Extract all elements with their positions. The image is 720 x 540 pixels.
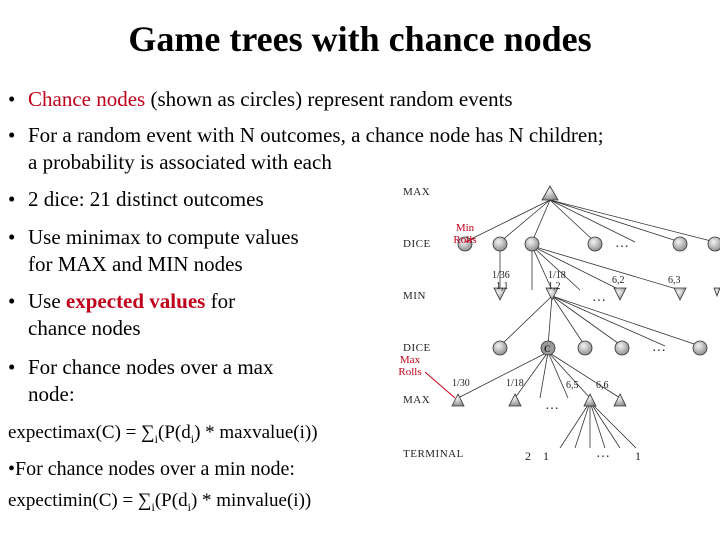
bullet-text-line1: Use minimax to compute values <box>28 225 299 249</box>
bullet-dot: • <box>8 123 16 147</box>
chance-node-c-label: C <box>544 344 551 354</box>
bullet-chance-nodes: • Chance nodes (shown as circles) repres… <box>8 86 708 114</box>
chance-node <box>587 236 603 252</box>
row-label-max-2: MAX <box>403 394 431 406</box>
expected-values-term: expected values <box>65 289 206 313</box>
bullet-dot: • <box>8 187 16 211</box>
prob-label: 1/36 <box>492 270 510 281</box>
bullet-text: for <box>205 289 236 313</box>
chance-node <box>614 340 630 356</box>
min-node <box>673 287 687 301</box>
row-label-dice: DICE <box>403 238 431 250</box>
expectimin-formula: expectimin(C) = ∑i(P(di) * minvalue(i)) <box>8 490 312 514</box>
bullet-text: Use <box>28 289 66 313</box>
outcome-label: 6,2 <box>612 275 625 286</box>
max-node <box>613 393 627 407</box>
ellipsis: … <box>596 446 610 461</box>
expectimax-formula: expectimax(C) = ∑i(P(di) * maxvalue(i)) <box>8 422 318 446</box>
ellipsis: … <box>592 290 606 305</box>
min-node <box>545 287 559 301</box>
chance-node <box>577 340 593 356</box>
bullet-min-node: •For chance nodes over a min node: <box>8 458 295 480</box>
max-node <box>508 393 522 407</box>
bullet-dot: • <box>8 289 16 313</box>
chance-node <box>692 340 708 356</box>
min-node <box>493 287 507 301</box>
outcome-label: 1,1 <box>496 281 509 292</box>
prob-label: 1/18 <box>506 378 524 389</box>
terminal-value: 1 <box>543 449 549 463</box>
bullet-text-line2: chance nodes <box>28 316 141 340</box>
max-node <box>541 185 559 201</box>
chance-node <box>492 236 508 252</box>
row-label-terminal: TERMINAL <box>403 448 464 460</box>
slide-title: Game trees with chance nodes <box>128 19 592 59</box>
bullet-dot: • <box>8 87 16 111</box>
row-label-min: MIN <box>403 290 426 302</box>
chance-node <box>707 236 720 252</box>
bullet-dot: • <box>8 355 16 379</box>
bullet-text-line2: for MAX and MIN nodes <box>28 252 243 276</box>
ellipsis: … <box>652 340 666 355</box>
ellipsis: … <box>545 398 559 413</box>
chance-node <box>492 340 508 356</box>
bullet-text-line2: a probability is associated with each <box>28 150 332 174</box>
min-node <box>713 287 720 298</box>
terminal-value: 1 <box>635 449 641 463</box>
row-label-dice-2: DICE <box>403 342 431 354</box>
bullet-text: (shown as circles) represent random even… <box>145 87 513 111</box>
outcome-label: 6,6 <box>596 380 609 391</box>
max-node <box>583 393 597 407</box>
max-node <box>451 393 465 407</box>
chance-node <box>524 236 540 252</box>
min-node <box>613 287 627 301</box>
bullet-two-dice: • 2 dice: 21 distinct outcomes <box>8 186 388 214</box>
bullet-text-line1: For chance nodes over a max <box>28 355 274 379</box>
bullet-text-line2: node: <box>28 382 75 406</box>
ellipsis: … <box>615 236 629 251</box>
prob-label: 1/18 <box>548 270 566 281</box>
outcome-label: 6,5 <box>566 380 579 391</box>
bullet-expected-values: • Use expected values for chance nodes <box>8 288 388 344</box>
row-label-max: MAX <box>403 186 431 198</box>
outcome-label: 6,3 <box>668 275 681 286</box>
chance-nodes-term: Chance nodes <box>28 87 146 111</box>
prob-label: 1/30 <box>452 378 470 389</box>
bullet-max-node: • For chance nodes over a max node: <box>8 354 388 410</box>
bullet-minimax: • Use minimax to compute values for MAX … <box>8 224 388 280</box>
bullet-text-line1: For a random event with N outcomes, a ch… <box>28 123 604 147</box>
chance-node-c <box>540 340 556 356</box>
terminal-value: 2 <box>525 449 531 463</box>
bullet-dot: • <box>8 225 16 249</box>
bullet-random-event: • For a random event with N outcomes, a … <box>8 122 708 178</box>
outcome-label: 1,2 <box>548 281 561 292</box>
bullet-text: 2 dice: 21 distinct outcomes <box>28 187 264 211</box>
chance-node <box>672 236 688 252</box>
